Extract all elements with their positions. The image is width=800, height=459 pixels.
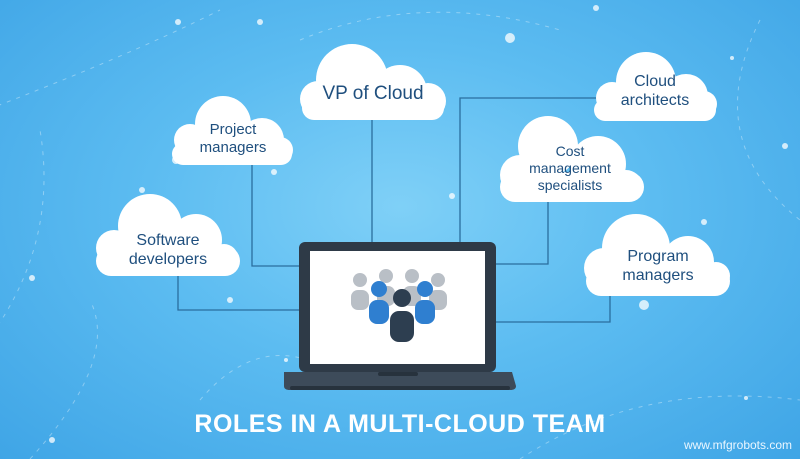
decorative-arcs (0, 9, 800, 459)
cloud-software-developers (96, 194, 240, 276)
role-vp-of-cloud: VP of Cloud (302, 83, 444, 106)
cloud-vp-of-cloud (300, 44, 446, 120)
role-label: Software (136, 232, 200, 249)
role-label: management (529, 159, 611, 176)
cloud-cost-management-specialists (500, 116, 644, 202)
role-label: managers (199, 139, 267, 156)
role-cloud-architects: Cloud architects (594, 72, 716, 110)
laptop-icon (284, 242, 516, 390)
team-people-icon (351, 269, 447, 342)
role-project-managers: Project managers (174, 121, 292, 157)
clouds (96, 44, 730, 296)
role-cost-management-specialists: Cost management specialists (500, 143, 640, 193)
watermark: www.mfgrobots.com (683, 438, 792, 452)
cloud-program-managers (584, 214, 730, 296)
role-label: Cloud (634, 73, 676, 90)
role-software-developers: Software developers (96, 231, 240, 269)
connector-lines (177, 97, 620, 323)
role-program-managers: Program managers (586, 247, 730, 285)
role-label: managers (622, 267, 694, 285)
role-label: architects (620, 92, 690, 110)
cloud-project-managers (172, 96, 293, 165)
role-label: VP of Cloud (322, 83, 424, 104)
infographic-title: ROLES IN A MULTI-CLOUD TEAM (194, 410, 606, 438)
cloud-cloud-architects (594, 52, 717, 121)
role-label: Program (627, 248, 689, 265)
role-label: developers (128, 251, 208, 269)
role-label: Cost (555, 143, 585, 159)
role-label: specialists (537, 176, 603, 193)
role-label: Project (209, 121, 257, 138)
